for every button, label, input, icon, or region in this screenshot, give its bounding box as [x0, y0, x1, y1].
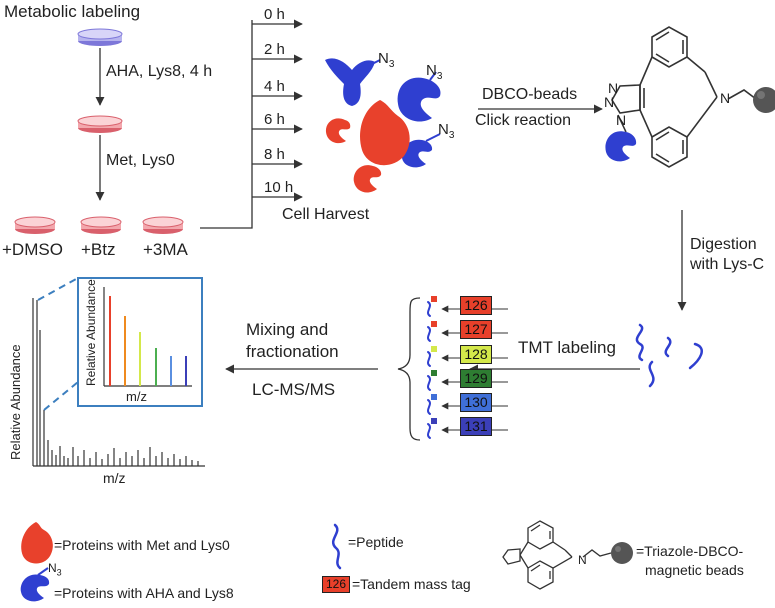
- red-protein-small-c: [325, 118, 351, 144]
- legend-triazole-text-2: magnetic beads: [645, 562, 744, 578]
- met-step-label: Met, Lys0: [106, 152, 175, 169]
- triazole-dbco-structure: [611, 26, 767, 168]
- timepoint-2h: 2 h: [264, 41, 285, 58]
- legend-red-proteins-text: =Proteins with Met and Lys0: [54, 537, 230, 553]
- inset-x-axis-label: m/z: [126, 389, 147, 404]
- with-lysc-label: with Lys-C: [690, 256, 765, 273]
- culture-dish-lavender: [77, 28, 123, 46]
- main-y-axis-label: Relative Abundance: [8, 344, 23, 460]
- treatment-dishes: [14, 216, 184, 234]
- metabolic-labeling-title: Metabolic labeling: [4, 2, 141, 21]
- magnetic-bead: [753, 87, 775, 113]
- aha-step-label: AHA, Lys8, 4 h: [106, 63, 213, 80]
- timepoint-4h: 4 h: [264, 78, 285, 95]
- fractionation-label: fractionation: [246, 342, 339, 361]
- legend-azide-line: [37, 567, 49, 576]
- timepoint-0h: 0 h: [264, 6, 285, 23]
- timepoint-bracket: [200, 19, 303, 229]
- azide-label-2: N3: [426, 62, 443, 82]
- legend-red-protein-icon: [21, 522, 53, 564]
- blue-protein-c-large: [397, 77, 441, 122]
- clicked-blue-protein: [605, 131, 637, 162]
- culture-dish-pink: [77, 115, 123, 133]
- legend-bead-icon: [611, 542, 633, 564]
- blue-protein-y: [325, 58, 375, 106]
- inset-y-axis-label: Relative Abundance: [84, 279, 98, 386]
- treatment-btz: +Btz: [81, 240, 116, 259]
- ring-n-amide: N: [720, 90, 731, 106]
- legend-blue-protein-icon: [20, 574, 50, 602]
- ring-n-1: N: [608, 80, 619, 96]
- tmt-labeling-label: TMT labeling: [518, 338, 616, 357]
- digestion-label: Digestion: [690, 236, 757, 253]
- dbco-beads-label: DBCO-beads: [482, 86, 578, 103]
- tmt-tag-127: 127: [460, 320, 492, 339]
- blue-protein-small: [401, 139, 433, 168]
- azide-label-1: N3: [378, 50, 395, 70]
- ring-n-2: N: [604, 94, 615, 110]
- ring-n-3: N: [616, 112, 627, 128]
- timepoint-10h: 10 h: [264, 179, 294, 196]
- legend-ring-n: N: [578, 553, 587, 567]
- legend-azide-text: N3: [48, 561, 62, 578]
- treatment-dmso: +DMSO: [2, 240, 63, 259]
- cell-harvest-label: Cell Harvest: [282, 206, 370, 223]
- legend-peptide-icon: [331, 523, 342, 570]
- timepoint-6h: 6 h: [264, 111, 285, 128]
- legend-tandem-tag-text: =Tandem mass tag: [352, 576, 471, 592]
- legend-triazole-structure: [502, 520, 612, 590]
- ms-spectrum-inset: [77, 277, 203, 407]
- tmt-tag-130: 130: [460, 393, 492, 412]
- click-reaction-label: Click reaction: [475, 112, 572, 129]
- tmt-tag-129: 129: [460, 369, 492, 388]
- tmt-brace: [397, 297, 421, 441]
- main-x-axis-label: m/z: [103, 470, 126, 486]
- tmt-tag-126: 126: [460, 296, 492, 315]
- legend-blue-proteins-text: =Proteins with AHA and Lys8: [54, 585, 234, 601]
- peptide-group: [635, 323, 703, 388]
- legend-triazole-text-1: =Triazole-DBCO-: [636, 543, 744, 559]
- legend-tandem-tag-icon: 126: [322, 576, 350, 593]
- mixing-label: Mixing and: [246, 320, 329, 339]
- tmt-tag-131: 131: [460, 417, 492, 436]
- red-protein-bottom-c: [353, 165, 382, 193]
- ms-spectrum-main: [32, 277, 205, 467]
- treatment-3ma: +3MA: [143, 240, 188, 259]
- lcms-label: LC-MS/MS: [252, 380, 336, 399]
- tmt-peptides: [427, 301, 431, 439]
- tmt-reporter-squares: [431, 296, 437, 424]
- legend-peptide-text: =Peptide: [348, 534, 404, 550]
- azide-label-3: N3: [438, 121, 455, 141]
- tmt-tag-128: 128: [460, 345, 492, 364]
- timepoint-8h: 8 h: [264, 146, 285, 163]
- red-protein-drop: [360, 100, 410, 166]
